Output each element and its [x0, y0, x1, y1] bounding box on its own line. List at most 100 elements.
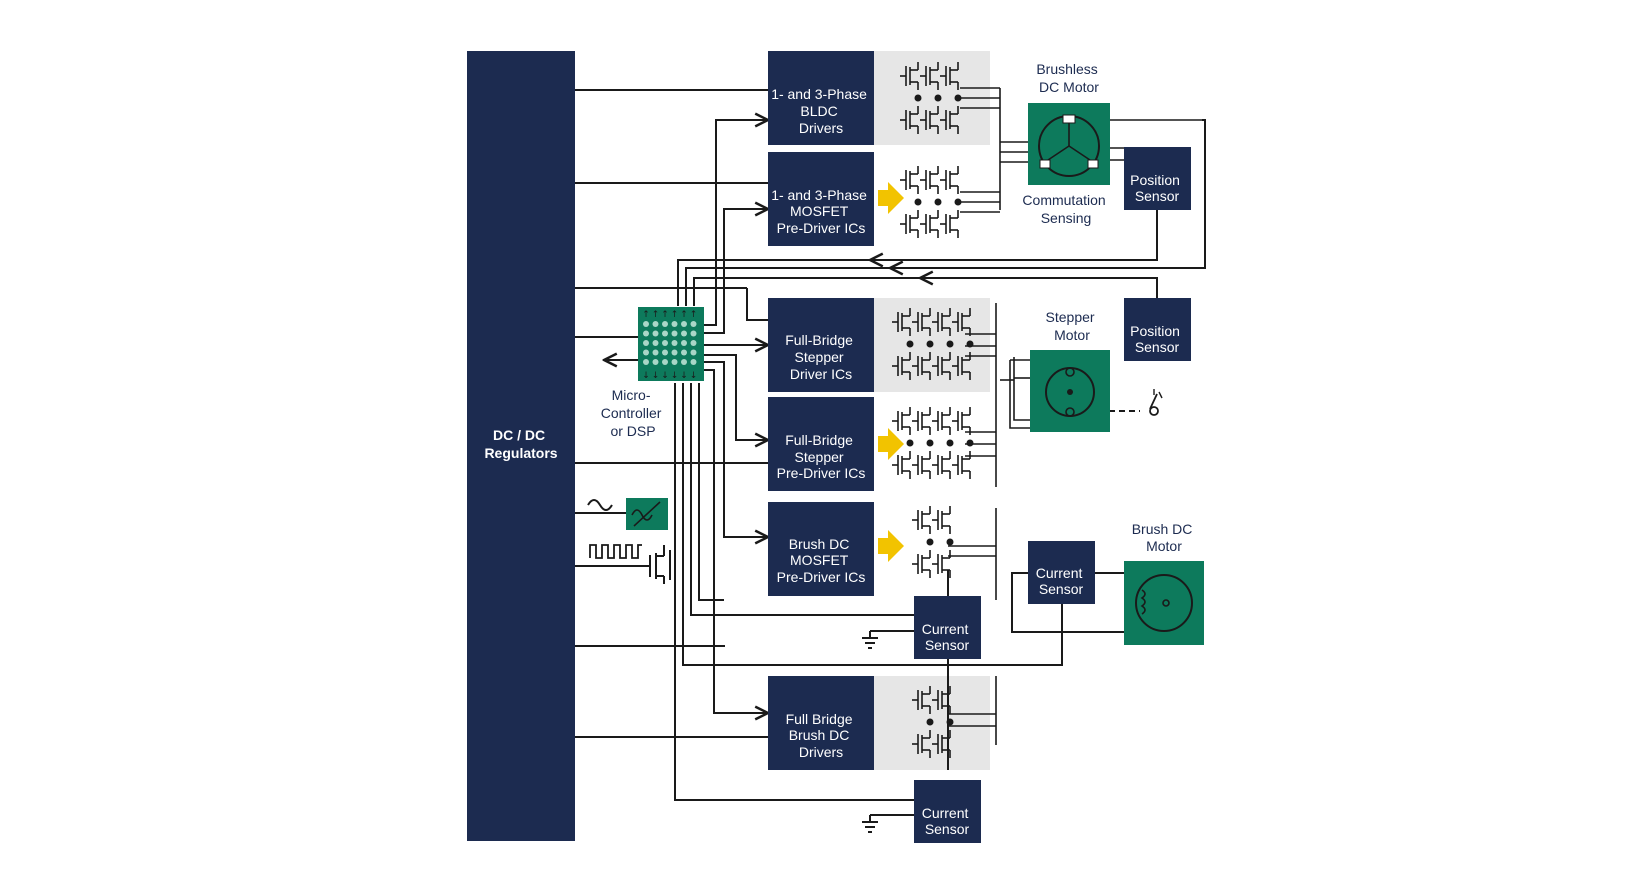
svg-text:1- and 3-Phase BLDC: 1- and 3-Phase BLDC Drivers [771, 86, 871, 136]
node-dot [966, 439, 974, 447]
mosfet-switch-icon [931, 406, 951, 436]
stepper-drivers-line2: Stepper [795, 349, 844, 365]
ground-icon [862, 815, 878, 833]
bldc-drivers-line2: BLDC [800, 103, 837, 119]
svg-text:Full-Bridge Stepper: Full-Bridge Stepper Driver ICs [785, 332, 857, 382]
mcu-pin-arrow: ↓ [652, 371, 660, 381]
mosfet-predrivers-line1: 1- and 3-Phase [771, 187, 867, 203]
node-dot [934, 94, 942, 102]
mosfet-switch-icon [911, 505, 931, 535]
limit-switch-icon [1149, 389, 1163, 416]
mcu-grid-dot [671, 340, 678, 346]
predriver-arrow-3 [878, 530, 904, 562]
mcu-pin-arrow: ↓ [680, 371, 688, 381]
mcu-label-line1: Micro- [612, 387, 651, 403]
stepper-motor [1030, 350, 1110, 432]
mcu-grid-dot [690, 330, 697, 337]
brushdc-motor-line2: Motor [1146, 538, 1182, 554]
node-dot [966, 340, 974, 348]
mosfet-switch-icon [919, 209, 939, 239]
mcu-grid-dot [643, 340, 649, 346]
mcu-pin-arrow: ↓ [642, 371, 650, 381]
brush-dc-motor [1124, 561, 1204, 645]
brushdc-predrivers-line3: Pre-Driver ICs [777, 569, 866, 585]
svg-text:Brush DC MOSFET Pr: Brush DC MOSFET Pre-Driver ICs [777, 536, 866, 585]
node-dot [926, 340, 934, 348]
mcu-grid-dot [643, 321, 649, 327]
mcu-pin-arrow: ↑ [671, 310, 679, 320]
mosfet-switch-icon [931, 450, 951, 480]
svg-text:Full-Bridge Stepper: Full-Bridge Stepper Pre-Driver ICs [777, 432, 866, 481]
mosfet-switch-icon [931, 505, 951, 535]
current-sensor-3-line1: Current [922, 805, 969, 821]
stepper-predrivers-line3: Pre-Driver ICs [777, 465, 866, 481]
mcu-pin-arrow: ↑ [652, 310, 660, 320]
mosfet-switch-icon [891, 450, 911, 480]
mcu-grid-dot [643, 349, 649, 356]
position-sensor-1-line1: Position [1130, 172, 1180, 188]
brushdc-predrivers-line2: MOSFET [790, 552, 849, 568]
bldc-drivers-line3: Drivers [799, 120, 843, 136]
mosfet-switch-icon [919, 165, 939, 195]
regulators-label-line2: Regulators [484, 445, 557, 461]
svg-text:1- and 3-Phase MOSFET: 1- and 3-Phase MOSFET Pre-Driver ICs [771, 187, 871, 236]
regulators-label-line1: DC / DC [493, 427, 545, 443]
brushless-dc-motor [1028, 103, 1110, 185]
node-dot [926, 718, 934, 726]
fullbridge-brushdc-line2: Brush DC [789, 727, 850, 743]
mcu-grid-dot [652, 330, 659, 337]
mcu-pin-arrow: ↓ [671, 371, 679, 381]
mcu-pin-arrow: ↑ [661, 310, 669, 320]
mcu-grid-dot [662, 349, 668, 356]
mcu-pin-arrow: ↓ [661, 371, 669, 381]
brushdc-motor-line1: Brush DC [1132, 521, 1193, 537]
mosfet-predrivers-line3: Pre-Driver ICs [777, 220, 866, 236]
microcontroller-chip: ↑ ↓ ↑ ↓ ↑ ↓ ↑ ↓ ↑ ↓ ↑ ↓ [638, 307, 704, 381]
current-sensor-1-line2: Sensor [925, 637, 970, 653]
mcu-grid-dot [652, 349, 659, 356]
node-dot [934, 198, 942, 206]
current-sensor-1: Current Sensor [914, 596, 981, 659]
mcu-grid-dot [643, 359, 649, 365]
mcu-grid-dot [671, 349, 678, 356]
mcu-grid-dot [652, 321, 659, 327]
mosfet-switch-icon [899, 165, 919, 195]
mcu-grid-dot [690, 359, 697, 365]
mcu-label-line3: or DSP [610, 423, 655, 439]
node-dot [946, 538, 954, 546]
mcu-grid-dot [681, 359, 687, 365]
mcu-grid-dot [662, 359, 668, 365]
mcu-label-line2: Controller [601, 405, 662, 421]
bldc-drivers-block: 1- and 3-Phase BLDC Drivers [768, 51, 874, 145]
mcu-pin-arrow: ↑ [690, 310, 698, 320]
position-sensor-2: Position Sensor [1124, 298, 1191, 361]
mcu-pin-arrow: ↓ [690, 371, 698, 381]
node-dot [946, 340, 954, 348]
mosfet-switch-icon [951, 406, 971, 436]
mcu-grid-dot [681, 349, 687, 356]
mcu-grid-dot [662, 321, 668, 327]
mosfet-bridges [891, 61, 974, 759]
svg-text:Commutation Sensing: Commutation Sensing [1022, 192, 1109, 226]
mosfet-switch-icon [911, 406, 931, 436]
node-dot [946, 439, 954, 447]
mosfet-switch-icon [911, 450, 931, 480]
node-dot [906, 340, 914, 348]
mcu-pin-arrow: ↑ [642, 310, 650, 320]
stepper-drivers-line3: Driver ICs [790, 366, 852, 382]
position-sensor-2-line1: Position [1130, 323, 1180, 339]
stepper-predrivers-line1: Full-Bridge [785, 432, 853, 448]
current-sensor-3-line2: Sensor [925, 821, 970, 837]
svg-text:Current Sensor: Current Sensor [1036, 565, 1087, 597]
node-dot [954, 198, 962, 206]
mosfet-predrivers-block: 1- and 3-Phase MOSFET Pre-Driver ICs [768, 152, 874, 246]
mcu-pin-arrow: ↑ [680, 310, 688, 320]
node-dot [954, 94, 962, 102]
mcu-grid-dot [671, 330, 678, 337]
mcu-grid-dot [671, 359, 678, 365]
mosfet-predrivers-line2: MOSFET [790, 203, 849, 219]
mcu-grid-dot [681, 321, 687, 327]
mcu-grid-dot [690, 340, 697, 346]
mcu-grid-dot [662, 340, 668, 346]
